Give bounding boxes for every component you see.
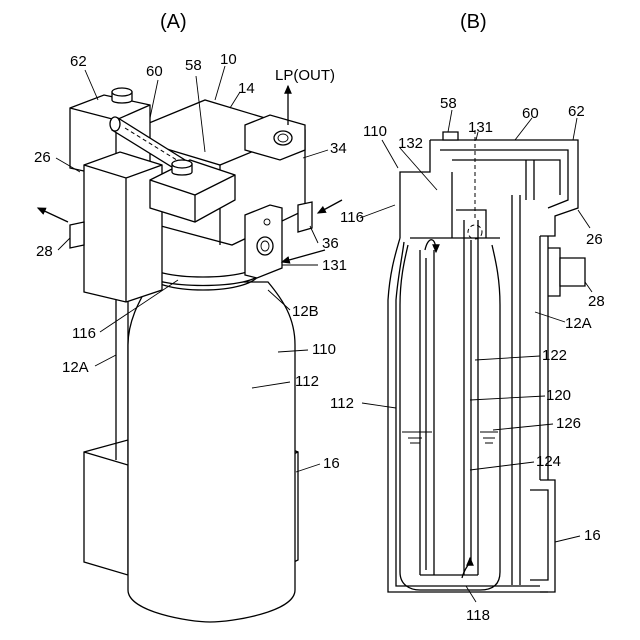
figure-b-title: (B) [460,11,487,33]
label-12a: 12A [62,359,89,376]
arrow-in-131 [282,250,325,262]
label-b-132: 132 [398,135,423,152]
label-112: 112 [295,373,319,390]
label-116: 116 [72,325,96,342]
arrow-left-out [38,208,68,222]
label-16: 16 [323,455,340,472]
label-b-28: 28 [588,293,605,310]
label-b-60: 60 [522,105,539,122]
label-b-62: 62 [568,103,585,120]
label-b-124: 124 [536,453,561,470]
label-28: 28 [36,243,53,260]
label-58: 58 [185,57,202,74]
tube-12a-drawing [116,300,128,462]
label-110: 110 [312,341,336,358]
port-36-drawing [298,202,312,232]
label-14: 14 [238,80,255,97]
label-b-12a: 12A [565,315,592,332]
label-10: 10 [220,51,237,68]
label-b-112: 112 [330,395,354,412]
label-131: 131 [322,257,347,274]
figure-a-title: (A) [160,11,187,33]
label-b-122: 122 [542,347,567,364]
label-26: 26 [34,149,51,166]
block-131-drawing [245,205,282,278]
label-b-131: 131 [468,119,493,136]
label-b-118: 118 [466,607,490,624]
label-12b: 12B [292,303,319,320]
figure-b: (B) [330,11,605,624]
label-62: 62 [70,53,87,70]
label-b-58: 58 [440,95,457,112]
label-b-26: 26 [586,231,603,248]
figure-a: (A) [34,11,347,622]
label-lp-out: LP(OUT) [275,67,335,84]
block-26-drawing [70,152,162,302]
label-60: 60 [146,63,163,80]
label-b-16: 16 [584,527,601,544]
label-b-126: 126 [556,415,581,432]
label-36: 36 [322,235,339,252]
label-b-120: 120 [546,387,571,404]
label-b-110: 110 [363,123,387,140]
label-b-116: 116 [340,209,364,226]
label-34: 34 [330,140,347,157]
arrow-in-36 [318,200,342,213]
